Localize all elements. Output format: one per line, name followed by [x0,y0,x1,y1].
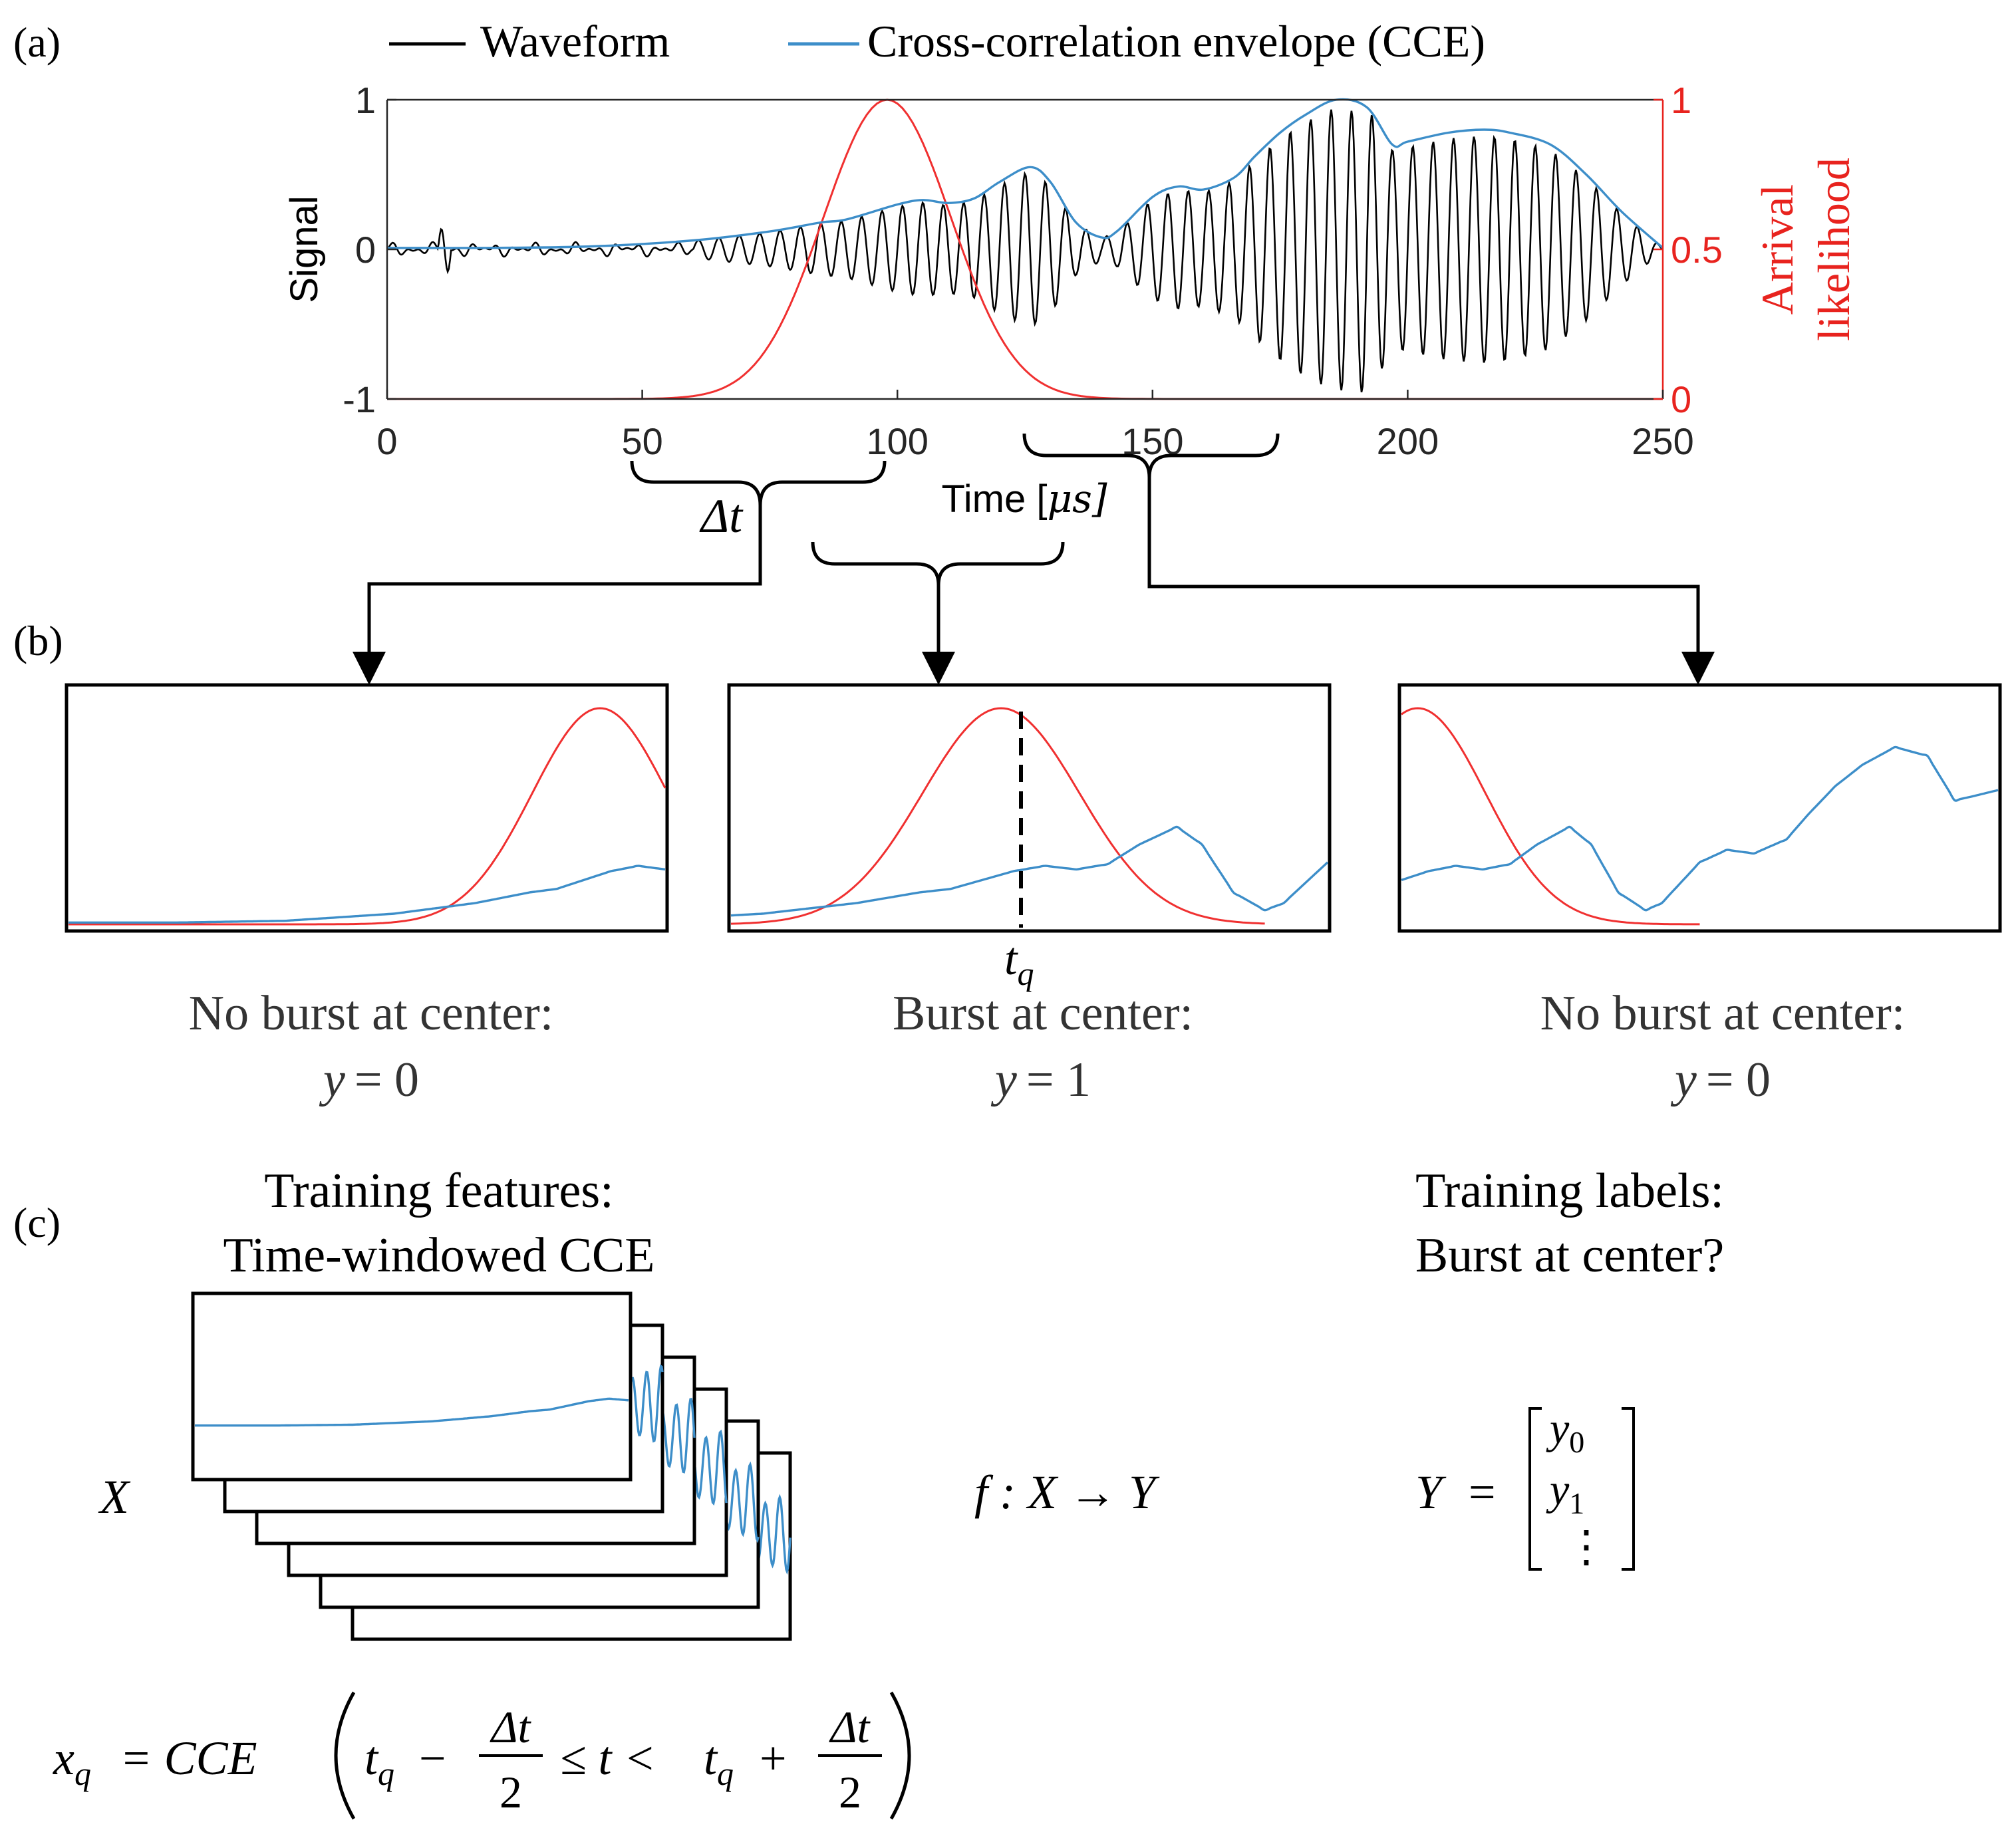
y-vector-label: Y [1415,1466,1447,1519]
window-2-label: y= 1 [990,1053,1091,1107]
window-1-caption: No burst at center: [189,986,554,1041]
vdots: ⋮ [1564,1523,1608,1571]
window-1 [65,683,669,933]
formula-inequality: ≤ t < [560,1732,656,1785]
window-cce-line [730,825,1329,917]
features-title-line2: Time-windowed CCE [223,1228,655,1283]
arrow-left [353,652,386,685]
waveform-plot [386,98,1664,400]
y-axis-right-title-line1: Arrival [1752,184,1802,315]
y-tick-label-left: 0 [355,229,376,271]
mapping-function: f : X → Y [974,1466,1160,1519]
formula-dt-2: Δt [829,1702,871,1752]
label-vector: Y = y0 y1 ⋮ [1415,1404,1635,1571]
window-3-curves [1401,707,1999,926]
window-cce-line [69,864,666,924]
brace-center-window [811,541,1065,586]
y-tick-label-left: 1 [355,79,376,121]
x-tick-label: 200 [1377,420,1439,462]
right-bracket [1622,1407,1635,1571]
formula-tq-2: tq [704,1732,734,1792]
feature-window-stack [191,1291,792,1641]
formula-minus: − [419,1732,446,1785]
legend-label-cce: Cross-correlation envelope (CCE) [867,16,1485,66]
labels-title-line1: Training labels: [1415,1164,1724,1218]
y-vector-equals: = [1469,1466,1496,1519]
x-tick-label: 250 [1632,420,1693,462]
delta-t-label: Δt [699,489,744,543]
y-axis-title: Signal [283,196,326,303]
feature-window-cce [194,1397,629,1427]
panel-label-a: (a) [13,19,61,66]
cce-line [386,98,1664,249]
feature-window-frame [191,1291,633,1482]
y-axis-right-title-line2: likelihood [1808,158,1859,341]
x-tick-label: 0 [376,420,397,462]
connector-left [367,505,762,655]
window-3-frame [1397,683,2002,933]
y-tick-label-left: -1 [343,378,376,420]
y0-entry: y0 [1546,1404,1584,1459]
window-2-caption: Burst at center: [893,986,1193,1041]
window-likelihood-line [1401,707,1700,926]
window-1-label: y= 0 [319,1053,419,1107]
panel-label-c: (c) [13,1199,61,1246]
window-likelihood-line [69,707,666,926]
window-3-label: y= 0 [1670,1053,1771,1107]
tq-label: tq [1004,934,1034,992]
feature-window-cce [630,1364,664,1443]
formula-two-2: 2 [839,1767,861,1817]
feature-formula: xq = CCE tq − Δt 2 ≤ t < tq + Δt 2 [53,1691,911,1820]
panel-label-b: (b) [13,617,63,664]
x-tick-label: 50 [621,420,662,462]
window-likelihood-line [730,707,1265,925]
formula-eq-cce: = CCE [120,1732,257,1785]
formula-plus: + [760,1732,787,1785]
y1-entry: y1 [1546,1466,1584,1520]
arrow-right [1681,652,1715,685]
window-1-frame [65,683,669,933]
y-tick-label-right: 1 [1671,79,1691,121]
x-axis-title: Time [μs] [941,476,1107,521]
left-bracket [1528,1407,1542,1571]
window-2 [727,683,1332,933]
connector-right [1147,477,1700,655]
y-tick-label-right: 0 [1671,378,1691,420]
feature-window-cce [694,1429,728,1506]
waveform-line [386,109,1663,392]
window-2-frame [727,683,1332,933]
feature-window-cce [758,1494,792,1575]
formula-tq-1: tq [364,1732,394,1792]
labels-title-line2: Burst at center? [1415,1228,1724,1283]
x-matrix-label: X [98,1470,131,1523]
legend: Waveform Cross-correlation envelope (CCE… [389,16,1485,66]
formula-two-1: 2 [500,1767,522,1817]
feature-window-cce [726,1461,760,1543]
window-cce-line [1401,745,1999,912]
likelihood-line [387,98,1663,400]
feature-window-cce [662,1398,696,1474]
window-braces: Δt [353,433,1715,685]
arrow-center [922,652,955,685]
legend-label-waveform: Waveform [480,16,670,66]
formula-dt-1: Δt [490,1702,532,1752]
window-1-curves [69,707,666,926]
formula-xq: xq [53,1732,91,1792]
window-3-caption: No burst at center: [1540,986,1906,1041]
features-title-line1: Training features: [264,1164,613,1218]
brace-left-window [630,460,887,506]
formula-left-paren [334,1691,356,1820]
window-2-curves [730,707,1329,925]
window-3 [1397,683,2002,933]
x-tick-label: 100 [866,420,928,462]
formula-right-paren [889,1691,911,1820]
y-tick-label-right: 0.5 [1671,229,1723,271]
